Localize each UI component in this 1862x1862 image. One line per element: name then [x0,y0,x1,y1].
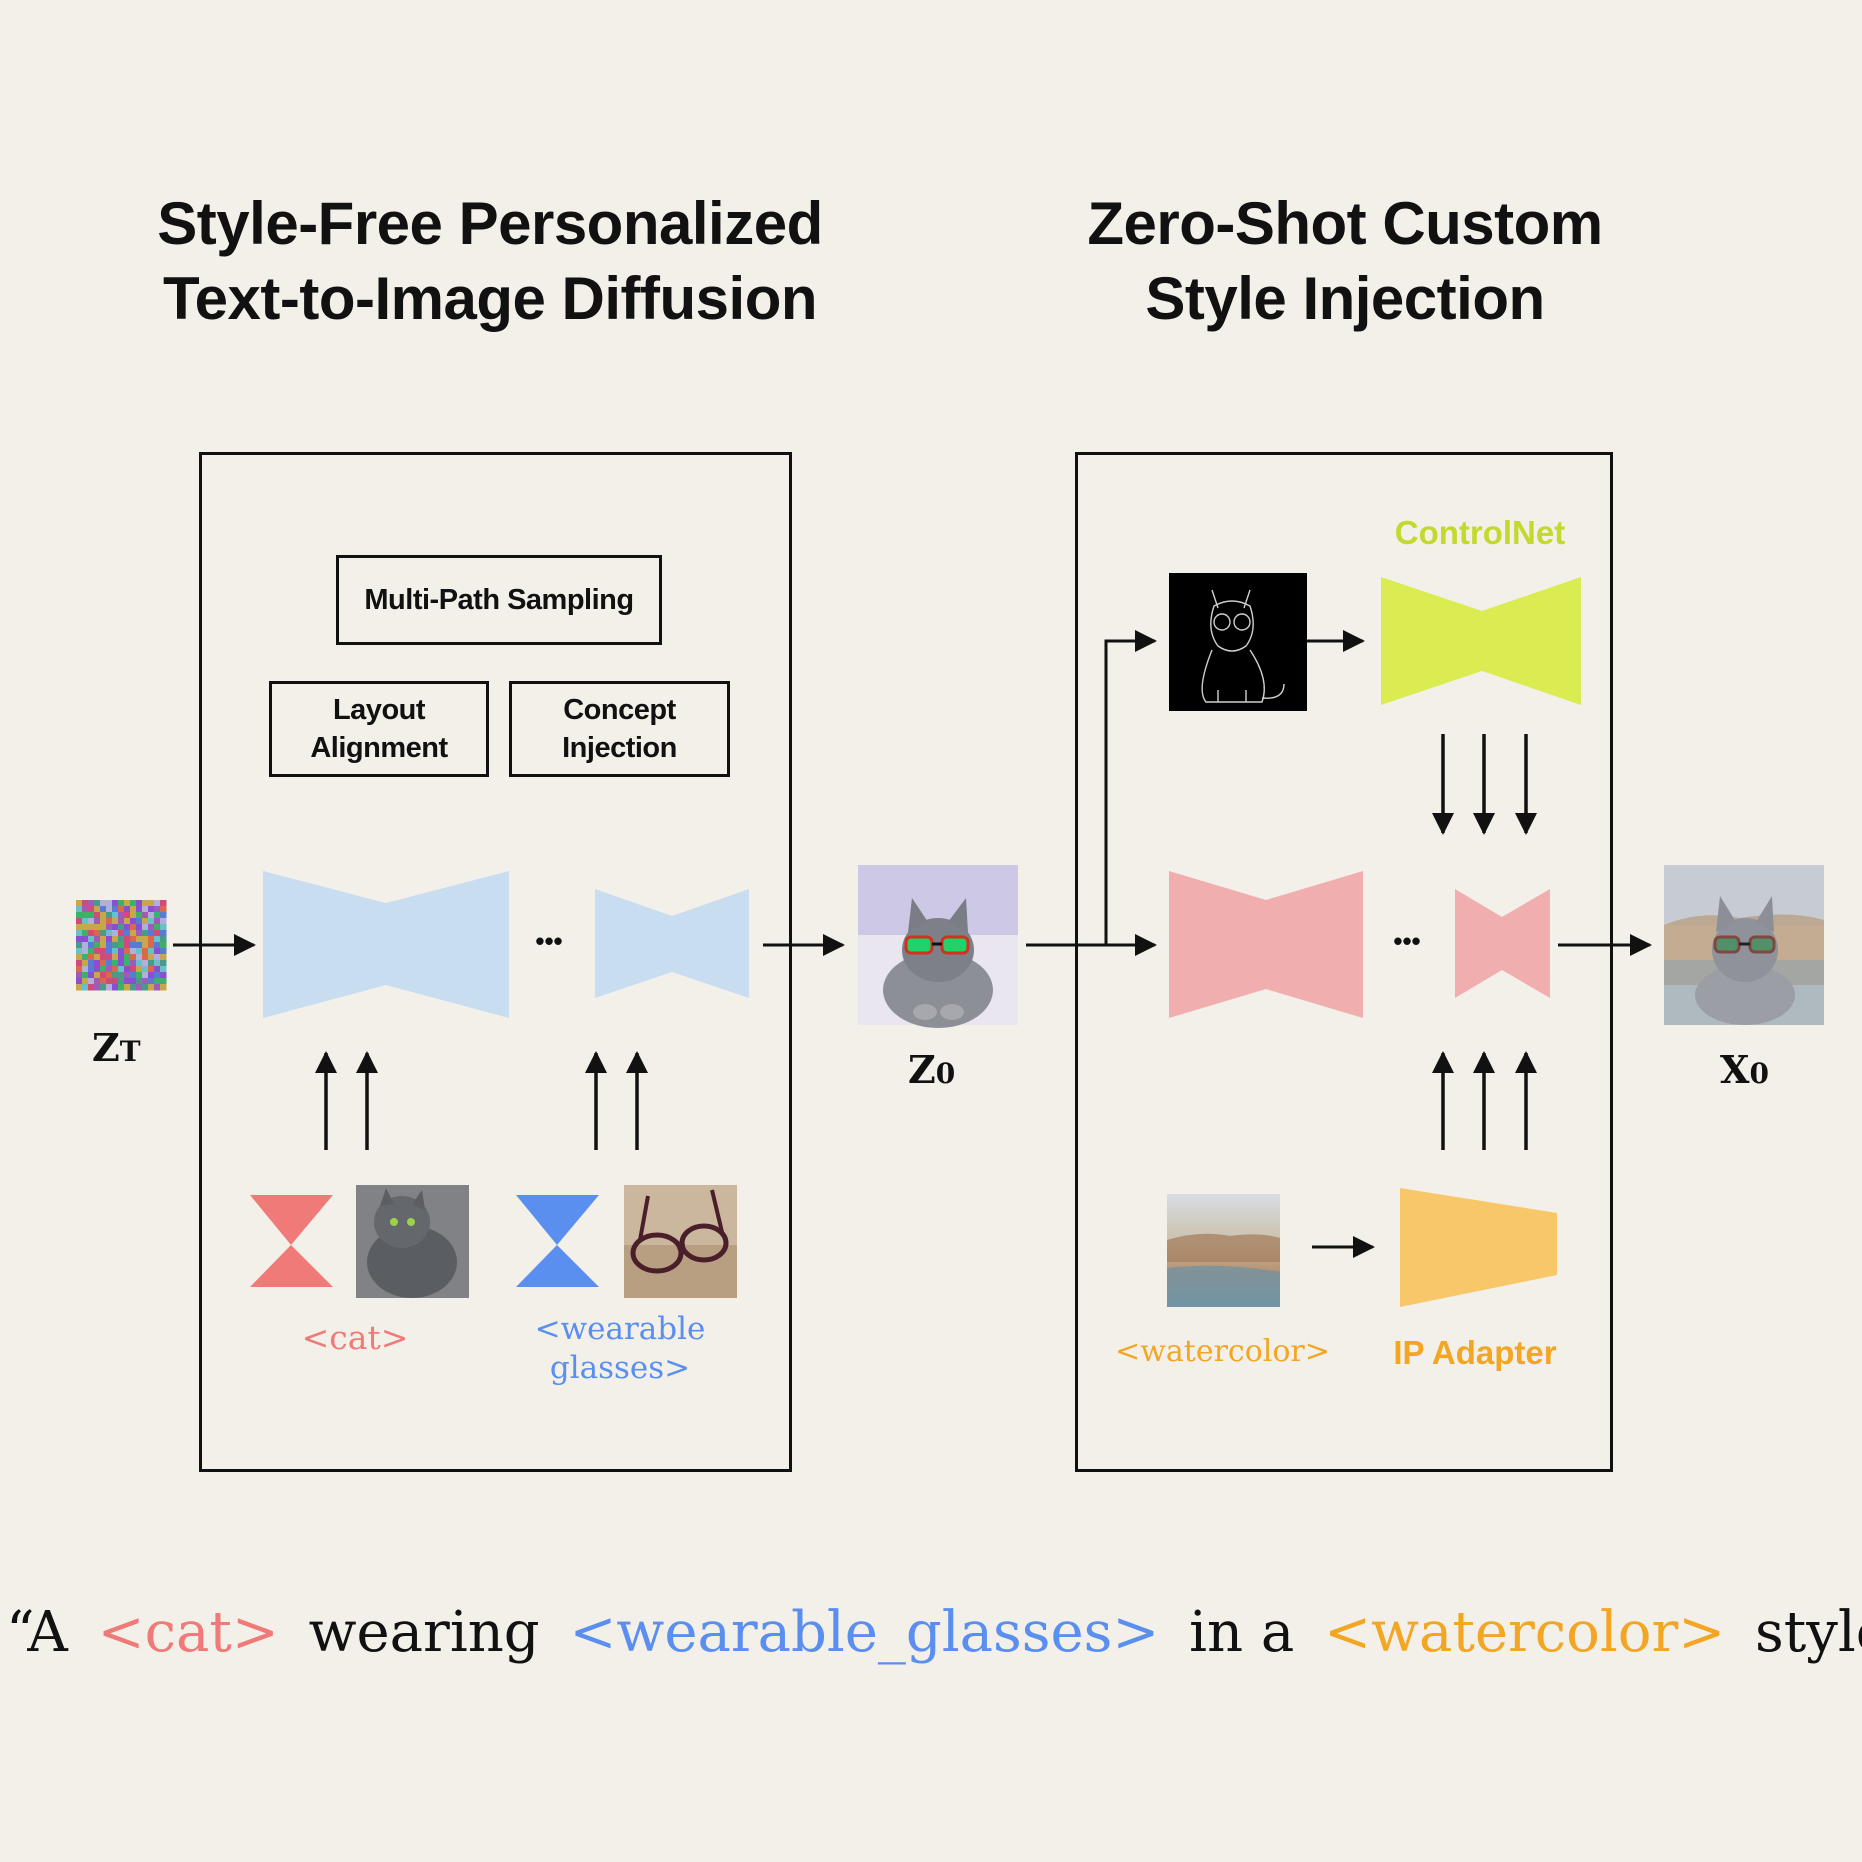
unet-large-pink [1169,871,1363,1018]
caption-open: “A [6,1600,68,1665]
left-ellipsis: ••• [535,926,563,956]
layout-alignment-box: Layout Alignment [269,681,489,777]
prompt-caption: “A <cat> wearing <wearable_glasses> in a… [0,1600,1862,1665]
cat-photo [356,1185,469,1298]
caption-in-a: in a [1189,1600,1295,1665]
caption-style-end: style.” [1755,1600,1862,1665]
watercolor-token-label: <watercolor> [1115,1334,1330,1369]
cat-token-shape-bottom [250,1245,333,1287]
caption-cat-token: <cat> [97,1600,279,1665]
x0-cat-image [1664,865,1824,1025]
unet-small-pink [1455,889,1550,998]
caption-watercolor-token: <watercolor> [1324,1600,1726,1665]
ip-adapter-label: IP Adapter [1393,1334,1557,1371]
z0-cat-image [858,865,1018,1028]
caption-glasses-token: <wearable_glasses> [569,1600,1160,1665]
glasses-photo [624,1185,737,1298]
unet-large-blue [263,871,509,1018]
caption-wearing: wearing [308,1600,540,1665]
personalized-diffusion-panel [199,452,792,1472]
multi-path-sampling-box: Multi-Path Sampling [336,555,662,645]
concept-injection-box: Concept Injection [509,681,730,777]
edge-map-image [1169,573,1307,711]
controlnet-label: ControlNet [1394,514,1566,551]
right-section-title: Zero-Shot Custom Style Injection [1087,190,1603,332]
cat-token-label: <cat> [301,1318,409,1357]
unet-small-blue [595,889,749,998]
style-injection-panel [1075,452,1613,1472]
right-ellipsis: ••• [1393,926,1421,956]
x-0-label: X0 [1720,1047,1769,1092]
cat-token-shape [250,1195,333,1245]
watercolor-style-image [1167,1194,1280,1307]
controlnet-shape [1381,577,1581,705]
left-section-title: Style-Free Personalized Text-to-Image Di… [157,190,823,332]
noise-image [76,900,167,991]
z-0-label: Z0 [908,1047,956,1092]
glasses-token-shape [516,1195,599,1245]
glasses-token-label: <wearable glasses> [534,1311,706,1386]
glasses-token-shape-bottom [516,1245,599,1287]
ip-adapter-shape [1400,1188,1557,1307]
z-t-label: ZT [92,1025,141,1070]
